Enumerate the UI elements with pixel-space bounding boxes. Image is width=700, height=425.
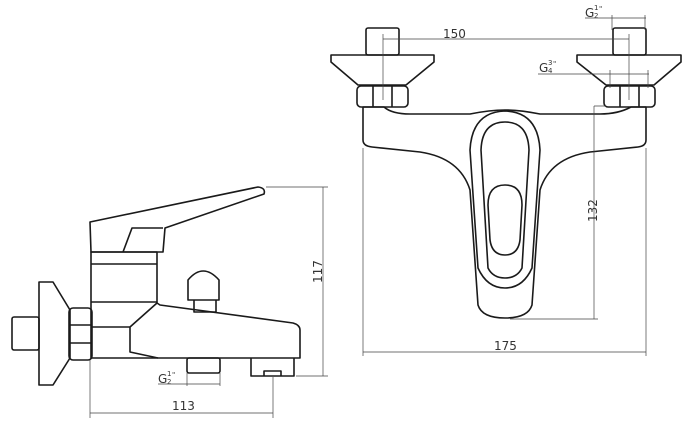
spout-nozzle <box>250 358 295 377</box>
front-handle-inner <box>480 121 530 279</box>
height-dim-line <box>266 186 328 377</box>
outlet-height-dim-line <box>510 105 606 320</box>
svg-text:": " <box>172 371 175 379</box>
svg-text:3: 3 <box>548 59 552 67</box>
depth-dim-label: 113 <box>172 399 195 413</box>
svg-text:1: 1 <box>167 370 171 378</box>
svg-text:": " <box>599 5 602 13</box>
diverter-knob <box>187 270 220 313</box>
front-handle-grip <box>487 184 523 256</box>
side-inlet-stub <box>11 316 40 351</box>
side-body <box>90 251 301 359</box>
front-handle-outer <box>469 110 541 289</box>
left-inlet-stub <box>365 27 400 56</box>
svg-text:1: 1 <box>594 4 598 12</box>
svg-text:": " <box>553 60 556 68</box>
front-view: 150 G 1 2 " G 3 4 " 132 175 <box>330 4 682 356</box>
svg-text:G: G <box>539 61 548 75</box>
svg-text:4: 4 <box>548 67 553 75</box>
right-wall-flange <box>576 54 682 86</box>
side-view: 117 113 G 1 2 " <box>11 186 328 418</box>
svg-text:2: 2 <box>594 12 598 20</box>
width-dim-label: 175 <box>494 339 517 353</box>
inlet-spacing-dim-line <box>382 34 630 100</box>
width-dim-line <box>362 148 647 356</box>
svg-text:G: G <box>585 6 594 20</box>
right-nut <box>603 85 656 108</box>
inlet-thread-dim-line <box>585 15 646 30</box>
outlet-thread-label: G 1 2 " <box>158 370 175 386</box>
side-lever-handle <box>89 186 266 253</box>
side-bottom-outlet <box>186 357 221 374</box>
depth-dim-line <box>89 360 274 418</box>
left-nut <box>356 85 409 108</box>
inlet-thread-label: G 1 2 " <box>585 4 602 20</box>
outlet-height-dim-label: 132 <box>586 199 600 222</box>
inlet-spacing-dim-label: 150 <box>443 27 466 41</box>
left-wall-flange <box>330 54 435 86</box>
outlet-thread-dim-line <box>158 373 221 386</box>
side-wall-flange <box>38 281 71 386</box>
front-body <box>362 106 647 319</box>
svg-text:G: G <box>158 372 167 386</box>
right-inlet-stub <box>612 27 647 56</box>
side-body-lines <box>91 263 159 359</box>
nut-thread-label: G 3 4 " <box>539 59 556 75</box>
height-dim-label: 117 <box>311 260 325 283</box>
nut-thread-dim-line <box>538 70 649 88</box>
svg-text:2: 2 <box>167 378 171 386</box>
side-nut <box>68 307 93 361</box>
